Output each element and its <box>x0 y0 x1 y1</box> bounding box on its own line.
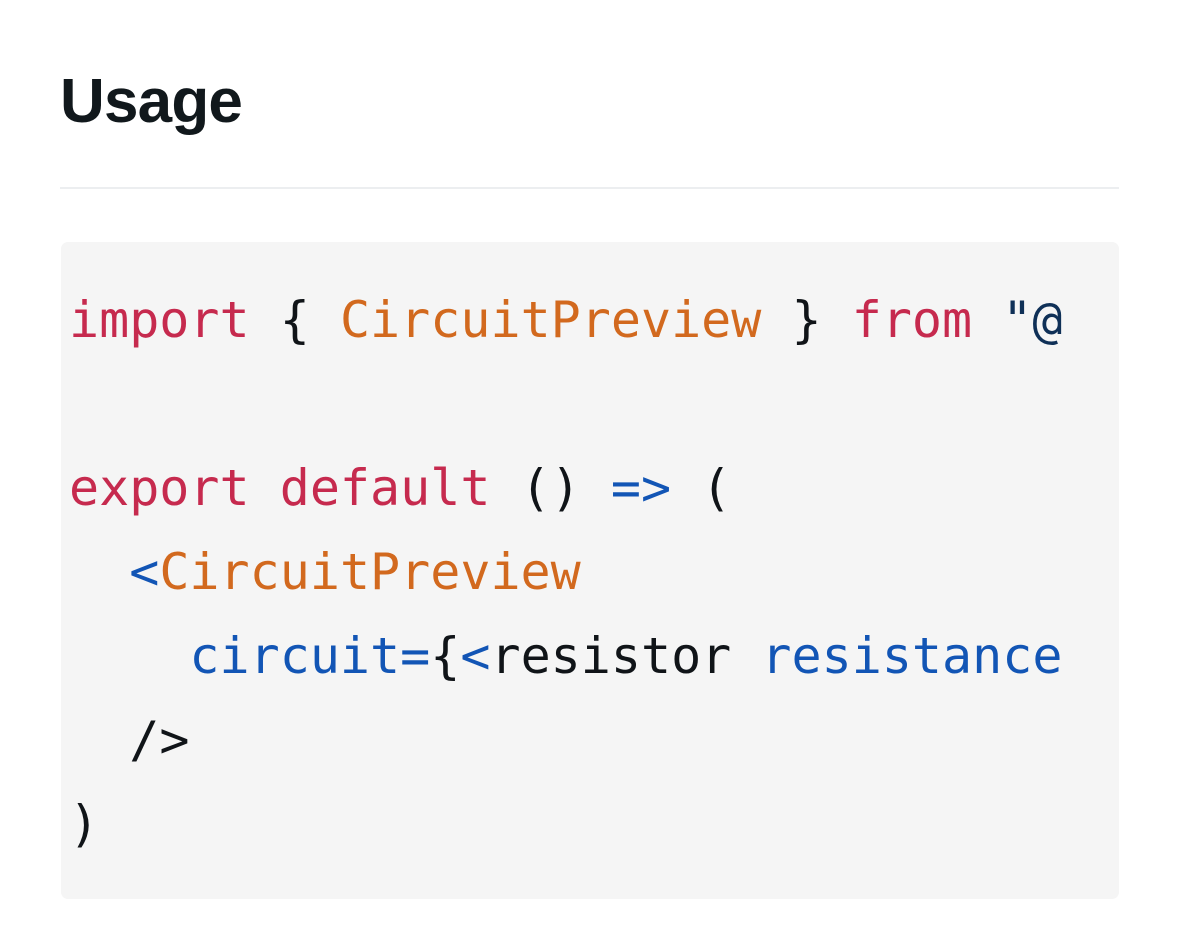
code-token-punct: ) <box>69 795 100 853</box>
code-token-operator: => <box>610 459 672 517</box>
code-block: import { CircuitPreview } from "@ export… <box>61 242 1119 899</box>
line-7-close-paren: ) <box>69 782 1062 866</box>
code-token-class: CircuitPreview <box>339 291 762 349</box>
code-token-attr: circuit= <box>189 627 431 685</box>
code-token-plain <box>822 291 852 349</box>
code-token-punct: /> <box>129 711 190 769</box>
code-token-plain: resistor <box>490 627 732 685</box>
line-1-import: import { CircuitPreview } from "@ <box>69 278 1062 362</box>
line-5-circuit-prop: circuit={<resistor resistance <box>69 614 1062 698</box>
line-4-open-tag: <CircuitPreview <box>69 530 1062 614</box>
code-token-punct: () <box>520 459 581 517</box>
code-token-plain <box>69 543 129 601</box>
line-2-blank <box>69 362 1062 446</box>
heading-divider <box>60 187 1119 189</box>
code-token-plain <box>972 291 1002 349</box>
code-snippet: import { CircuitPreview } from "@ export… <box>61 242 1062 899</box>
code-token-plain <box>490 459 520 517</box>
code-token-tag: < <box>460 627 491 685</box>
code-token-punct: } <box>791 291 822 349</box>
code-token-plain <box>310 291 340 349</box>
code-token-plain <box>731 627 761 685</box>
code-token-plain <box>69 627 189 685</box>
code-token-plain <box>581 459 611 517</box>
code-token-keyword: from <box>851 291 973 349</box>
code-token-string: "@ <box>1002 291 1063 349</box>
line-3-export: export default () => ( <box>69 446 1062 530</box>
code-content: import { CircuitPreview } from "@ export… <box>69 278 1062 866</box>
code-token-punct: ( <box>701 459 732 517</box>
page-title: Usage <box>60 67 243 136</box>
code-token-class: CircuitPreview <box>159 543 581 601</box>
code-token-plain <box>671 459 701 517</box>
code-token-plain <box>69 711 129 769</box>
code-token-plain <box>761 291 791 349</box>
code-token-punct: { <box>430 627 461 685</box>
code-token-punct: { <box>279 291 310 349</box>
line-6-self-close: /> <box>69 698 1062 782</box>
code-token-keyword: export default <box>69 459 491 517</box>
code-token-plain <box>250 291 280 349</box>
code-token-tag: < <box>129 543 160 601</box>
code-token-attr: resistance <box>761 627 1063 685</box>
code-token-keyword: import <box>69 291 250 349</box>
